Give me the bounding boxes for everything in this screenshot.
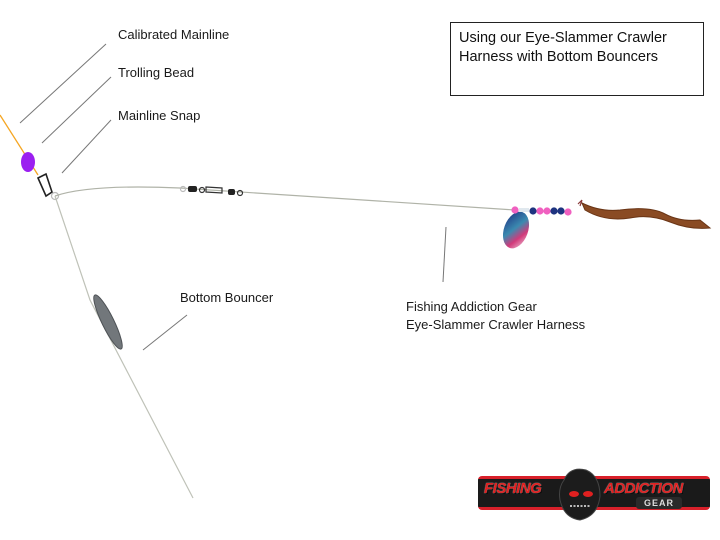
pointer-mainline-snap: [61, 119, 112, 174]
label-harness-line-2: Eye-Slammer Crawler Harness: [406, 317, 586, 332]
label-mainline-snap: Mainline Snap: [118, 108, 201, 123]
leader-line: [54, 186, 516, 211]
pointer-trolling-bead: [41, 76, 112, 144]
label-bottom-bouncer: Bottom Bouncer: [180, 290, 274, 305]
spinner-blade-icon: [502, 211, 530, 249]
title-line-2: Harness with Bottom Bouncers: [459, 49, 659, 65]
mainline-snap-icon: [36, 172, 53, 198]
label-harness: Fishing Addiction Gear Eye-Slammer Crawl…: [406, 298, 585, 334]
swivel-icon: [179, 185, 244, 197]
logo-text-gear: GEAR: [636, 497, 683, 509]
logo-text-fishing: FISHING: [484, 480, 542, 497]
logo-text-addiction: ADDICTION: [604, 480, 683, 497]
label-trolling-bead: Trolling Bead: [118, 65, 195, 80]
title-line-1: Using our Eye-Slammer Crawler: [459, 30, 667, 46]
pointer-calibrated-mainline: [19, 43, 107, 124]
bouncer-wire: [54, 195, 194, 499]
crawler-worm-icon: [581, 201, 712, 229]
label-calibrated-mainline: Calibrated Mainline: [118, 27, 230, 42]
pointer-bottom-bouncer: [142, 314, 188, 351]
pointer-harness: [442, 226, 447, 283]
piranha-mascot-icon: [559, 468, 601, 521]
bottom-bouncer-weight-icon: [93, 294, 123, 350]
title-box: Using our Eye-Slammer Crawler Harness wi…: [450, 22, 704, 96]
label-harness-line-1: Fishing Addiction Gear: [406, 299, 537, 314]
harness-beads-icon: [511, 206, 572, 216]
trolling-bead-icon: [21, 152, 35, 172]
fishing-addiction-gear-logo: FISHING ADDICTION GEAR: [478, 468, 710, 521]
